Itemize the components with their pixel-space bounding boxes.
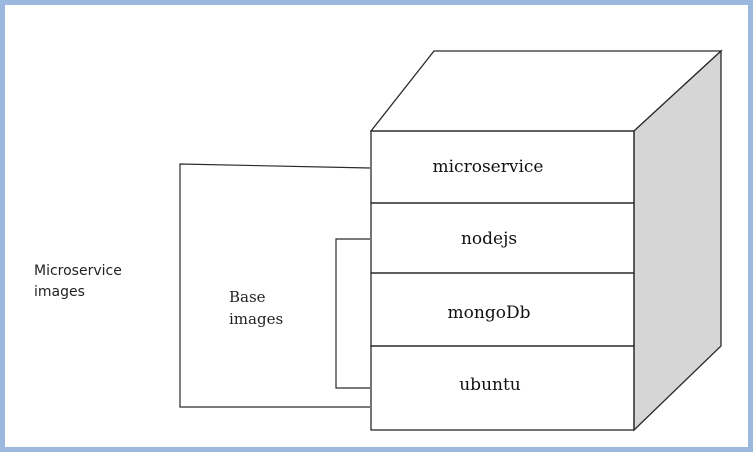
microservice-images-bracket: [179, 163, 371, 408]
base-images-label-line2: images: [229, 310, 283, 328]
layer-label-microservice: microservice: [433, 157, 544, 177]
microservice-images-label-line2: images: [34, 284, 85, 300]
base-images-label: Base: [229, 288, 266, 306]
base-images-bracket: [335, 238, 370, 389]
layer-label-mongodb: mongoDb: [448, 303, 531, 323]
microservice-images-label: Microservice: [34, 263, 122, 279]
layer-label-nodejs: nodejs: [461, 229, 517, 249]
layer-box-ubuntu: [370, 345, 635, 431]
layer-label-ubuntu: ubuntu: [459, 375, 521, 395]
